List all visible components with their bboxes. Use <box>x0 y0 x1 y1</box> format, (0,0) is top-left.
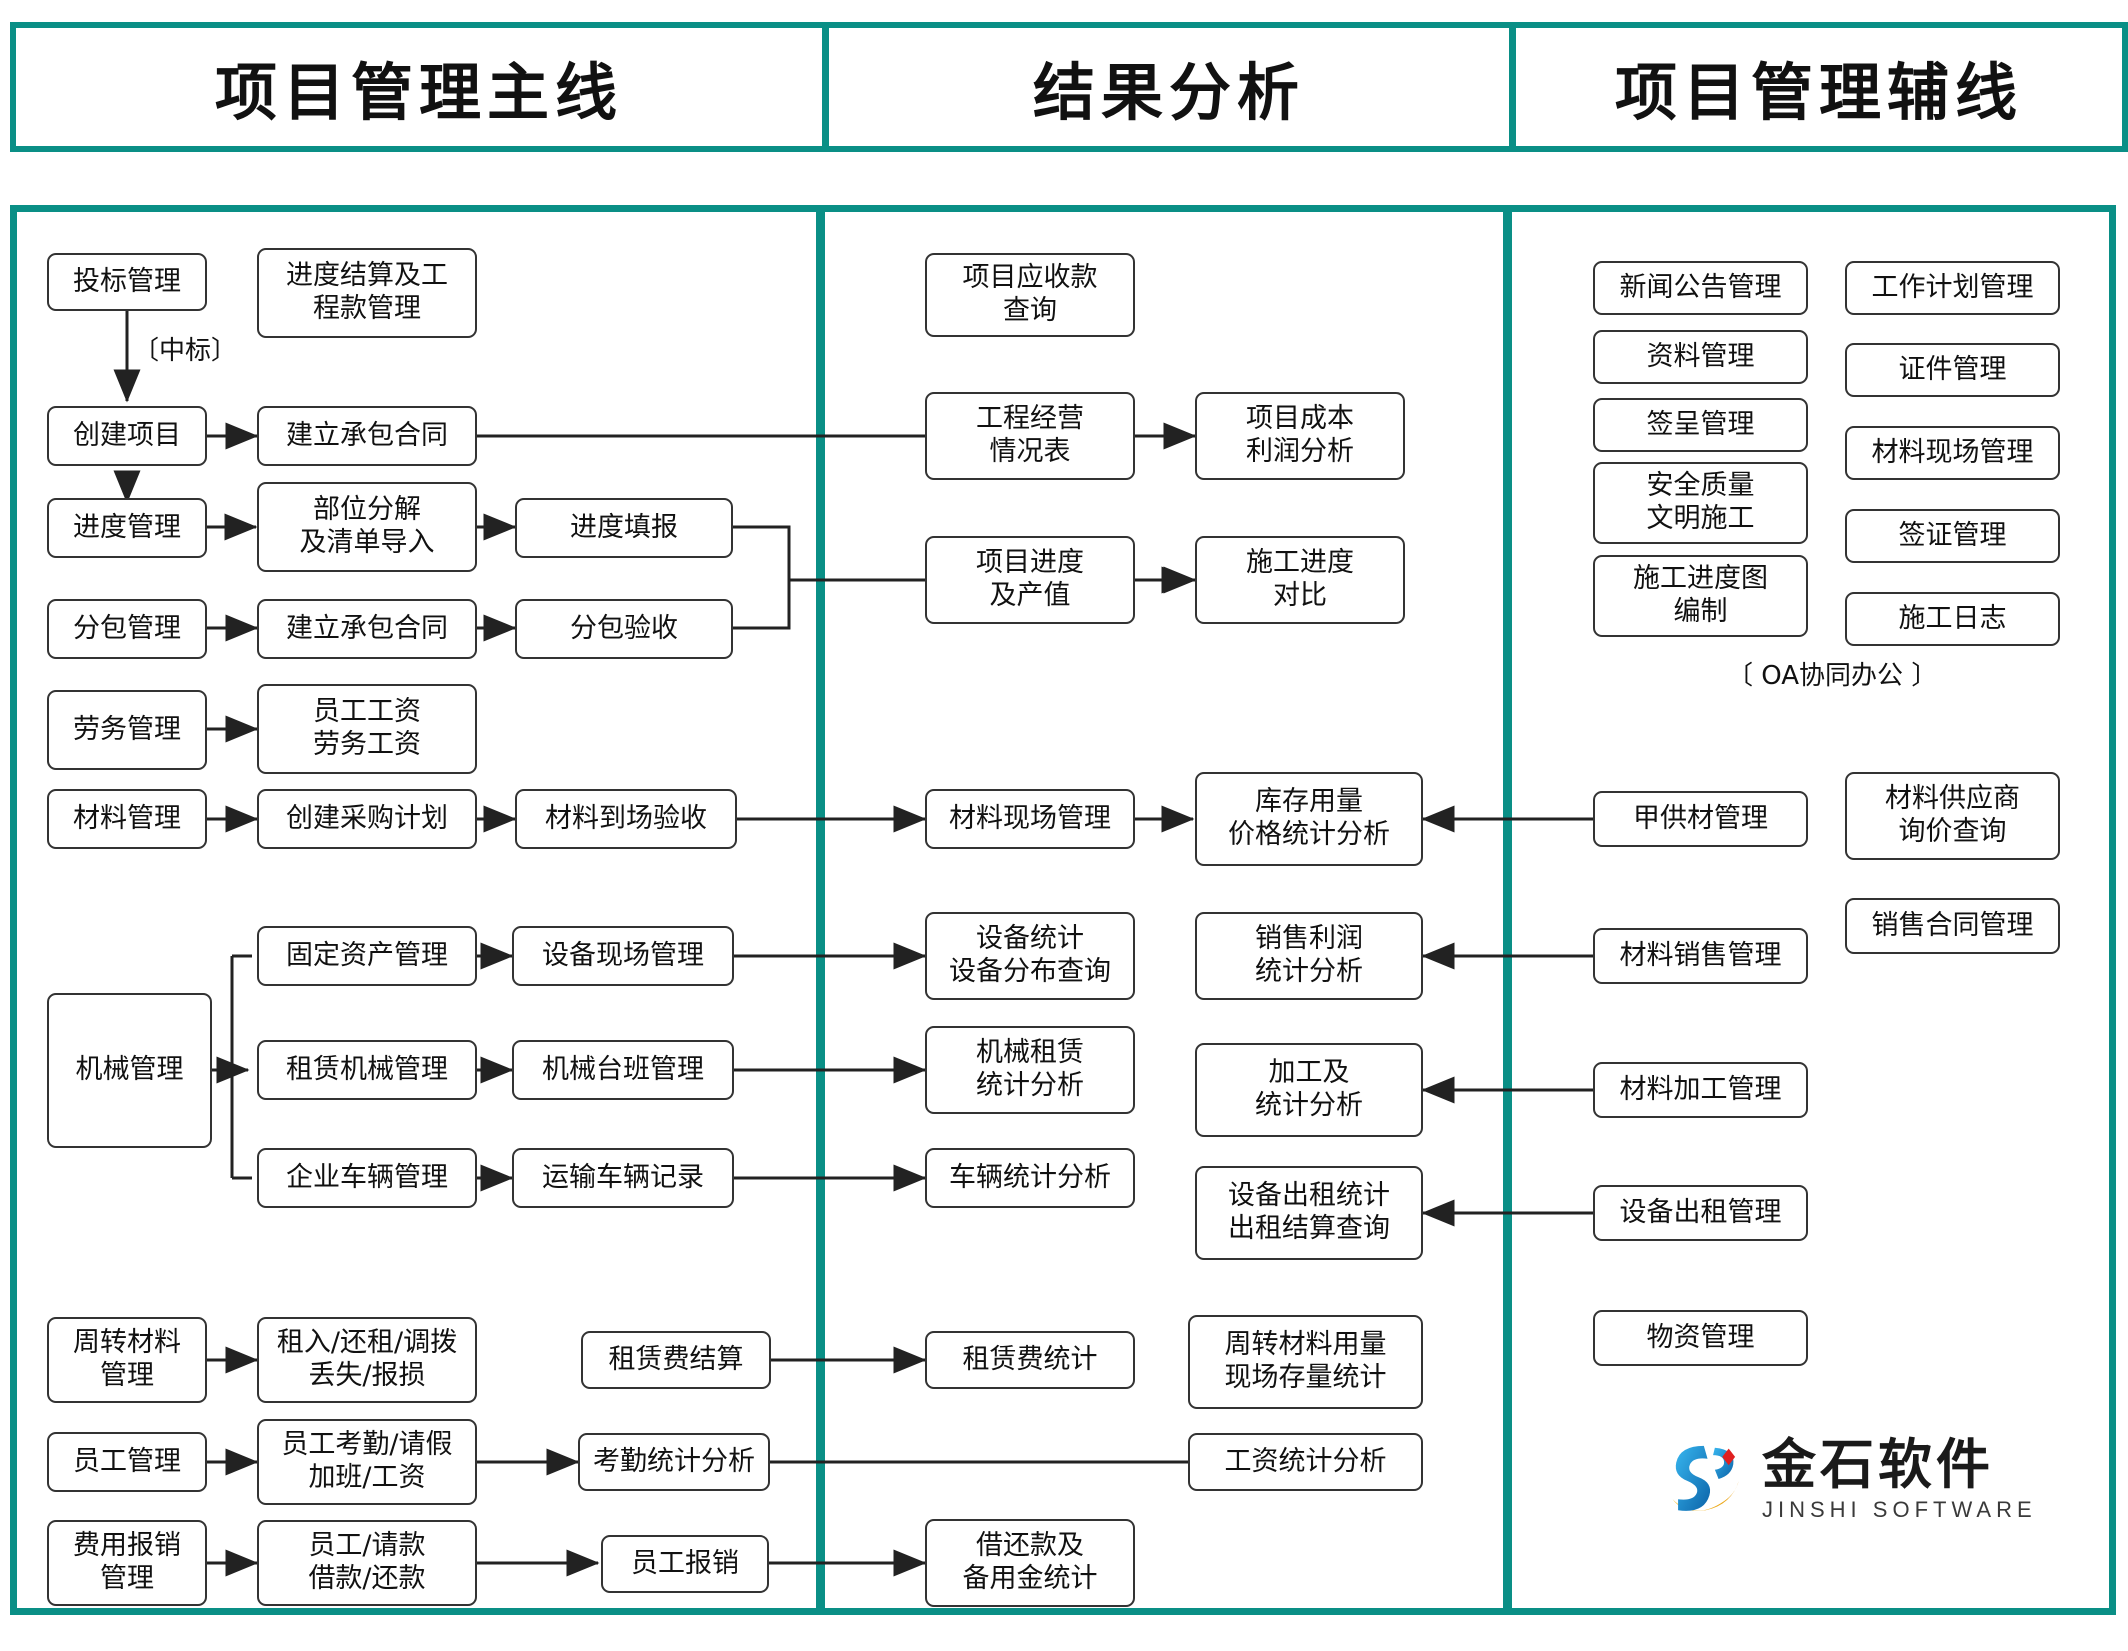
header-aux-line: 项目管理辅线 <box>1510 22 2128 152</box>
node-signature-management[interactable]: 签呈管理 <box>1593 398 1808 452</box>
node-loan-repayment-petty-cash[interactable]: 借还款及备用金统计 <box>925 1519 1135 1607</box>
node-sales-contract-management[interactable]: 销售合同管理 <box>1845 898 2060 954</box>
node-sales-profit-statistics[interactable]: 销售利润统计分析 <box>1195 912 1423 1000</box>
node-establish-contract-2[interactable]: 建立承包合同 <box>257 599 477 659</box>
node-employee-request-loan[interactable]: 员工/请款借款/还款 <box>257 1520 477 1606</box>
jinshi-s-icon <box>1656 1433 1748 1525</box>
node-material-sales-management[interactable]: 材料销售管理 <box>1593 928 1808 984</box>
node-wage-statistics-analysis[interactable]: 工资统计分析 <box>1188 1433 1423 1491</box>
node-supplies-management[interactable]: 物资管理 <box>1593 1310 1808 1366</box>
node-employee-management[interactable]: 员工管理 <box>47 1432 207 1492</box>
body-divider-2 <box>1503 205 1512 1615</box>
node-fixed-asset-management[interactable]: 固定资产管理 <box>257 926 477 986</box>
node-create-purchase-plan[interactable]: 创建采购计划 <box>257 789 477 849</box>
node-material-processing-management[interactable]: 材料加工管理 <box>1593 1062 1808 1118</box>
body-frame-left <box>10 205 17 1615</box>
note-oa-office: 〔 OA协同办公 〕 <box>1727 661 1938 691</box>
node-leased-machinery-management[interactable]: 租赁机械管理 <box>257 1040 477 1100</box>
node-attendance-statistics-analysis[interactable]: 考勤统计分析 <box>578 1433 770 1491</box>
node-material-site-management-mid[interactable]: 材料现场管理 <box>925 789 1135 849</box>
node-project-operation-table[interactable]: 工程经营情况表 <box>925 392 1135 480</box>
node-project-cost-profit-analysis[interactable]: 项目成本利润分析 <box>1195 392 1405 480</box>
node-machinery-rental-statistics[interactable]: 机械租赁统计分析 <box>925 1026 1135 1114</box>
node-inventory-usage-price-statistics[interactable]: 库存用量价格统计分析 <box>1195 772 1423 866</box>
node-vehicle-statistics-analysis[interactable]: 车辆统计分析 <box>925 1148 1135 1208</box>
node-document-management[interactable]: 资料管理 <box>1593 330 1808 384</box>
node-subcontract-management[interactable]: 分包管理 <box>47 599 207 659</box>
node-work-plan-management[interactable]: 工作计划管理 <box>1845 261 2060 315</box>
node-part-decomposition[interactable]: 部位分解及清单导入 <box>257 482 477 572</box>
node-news-announcement-management[interactable]: 新闻公告管理 <box>1593 261 1808 315</box>
node-enterprise-vehicle-management[interactable]: 企业车辆管理 <box>257 1148 477 1208</box>
node-rent-return-transfer[interactable]: 租入/还租/调拨丢失/报损 <box>257 1317 477 1403</box>
node-labor-management[interactable]: 劳务管理 <box>47 690 207 770</box>
logo-name-en: JINSHI SOFTWARE <box>1762 1496 2037 1522</box>
body-frame-right <box>2109 205 2116 1615</box>
node-rental-fee-settlement[interactable]: 租赁费结算 <box>581 1331 771 1389</box>
node-project-progress-output[interactable]: 项目进度及产值 <box>925 536 1135 624</box>
node-turnover-material-management[interactable]: 周转材料管理 <box>47 1317 207 1403</box>
node-visa-management[interactable]: 签证管理 <box>1845 509 2060 563</box>
node-safety-quality-civilized-construction[interactable]: 安全质量文明施工 <box>1593 462 1808 544</box>
body-frame-bottom <box>10 1608 2116 1615</box>
node-processing-statistics-analysis[interactable]: 加工及统计分析 <box>1195 1043 1423 1137</box>
node-owner-supplied-material-management[interactable]: 甲供材管理 <box>1593 791 1808 847</box>
node-equipment-site-management[interactable]: 设备现场管理 <box>512 926 734 986</box>
node-rental-fee-statistics[interactable]: 租赁费统计 <box>925 1331 1135 1389</box>
node-establish-contract-1[interactable]: 建立承包合同 <box>257 406 477 466</box>
logo-text: 金石软件 JINSHI SOFTWARE <box>1762 1432 2037 1522</box>
node-machinery-management[interactable]: 机械管理 <box>47 993 212 1148</box>
logo-name-cn: 金石软件 <box>1762 1432 1994 1496</box>
company-logo: 金石软件 JINSHI SOFTWARE <box>1656 1433 2037 1525</box>
node-construction-log[interactable]: 施工日志 <box>1845 592 2060 646</box>
header-result-analysis: 结果分析 <box>823 22 1515 152</box>
body-frame-top <box>10 205 2116 212</box>
node-construction-progress-comparison[interactable]: 施工进度对比 <box>1195 536 1405 624</box>
node-material-site-management-aux[interactable]: 材料现场管理 <box>1845 426 2060 480</box>
node-machinery-shift-management[interactable]: 机械台班管理 <box>512 1040 734 1100</box>
node-material-arrival-acceptance[interactable]: 材料到场验收 <box>515 789 737 849</box>
node-turnover-material-usage-stock[interactable]: 周转材料用量现场存量统计 <box>1188 1315 1423 1409</box>
node-bid-management[interactable]: 投标管理 <box>47 253 207 311</box>
header-result-analysis-label: 结果分析 <box>1032 56 1305 129</box>
node-employee-reimbursement[interactable]: 员工报销 <box>601 1535 769 1593</box>
node-material-management[interactable]: 材料管理 <box>47 789 207 849</box>
node-create-project[interactable]: 创建项目 <box>47 406 207 466</box>
node-transport-vehicle-record[interactable]: 运输车辆记录 <box>512 1148 734 1208</box>
node-certificate-management[interactable]: 证件管理 <box>1845 343 2060 397</box>
header-main-line: 项目管理主线 <box>10 22 828 152</box>
node-equipment-rental-statistics-query[interactable]: 设备出租统计出租结算查询 <box>1195 1166 1423 1260</box>
node-progress-settlement[interactable]: 进度结算及工程款管理 <box>257 248 477 338</box>
node-project-receivable-query[interactable]: 项目应收款查询 <box>925 253 1135 337</box>
node-employee-labor-wage[interactable]: 员工工资劳务工资 <box>257 684 477 774</box>
node-expense-reimbursement-management[interactable]: 费用报销管理 <box>47 1520 207 1606</box>
node-attendance-leave-overtime-wage[interactable]: 员工考勤/请假加班/工资 <box>257 1419 477 1505</box>
node-progress-management[interactable]: 进度管理 <box>47 498 207 558</box>
note-bid-win: 〔中标〕 <box>133 336 238 366</box>
node-equipment-statistics-distribution[interactable]: 设备统计设备分布查询 <box>925 912 1135 1000</box>
node-equipment-rental-management[interactable]: 设备出租管理 <box>1593 1185 1808 1241</box>
node-progress-filling[interactable]: 进度填报 <box>515 498 733 558</box>
header-aux-line-label: 项目管理辅线 <box>1614 56 2023 129</box>
body-divider-1 <box>816 205 825 1615</box>
node-construction-schedule-chart[interactable]: 施工进度图编制 <box>1593 555 1808 637</box>
node-material-supplier-inquiry[interactable]: 材料供应商询价查询 <box>1845 772 2060 860</box>
node-subcontract-acceptance[interactable]: 分包验收 <box>515 599 733 659</box>
header-main-line-label: 项目管理主线 <box>214 56 623 129</box>
